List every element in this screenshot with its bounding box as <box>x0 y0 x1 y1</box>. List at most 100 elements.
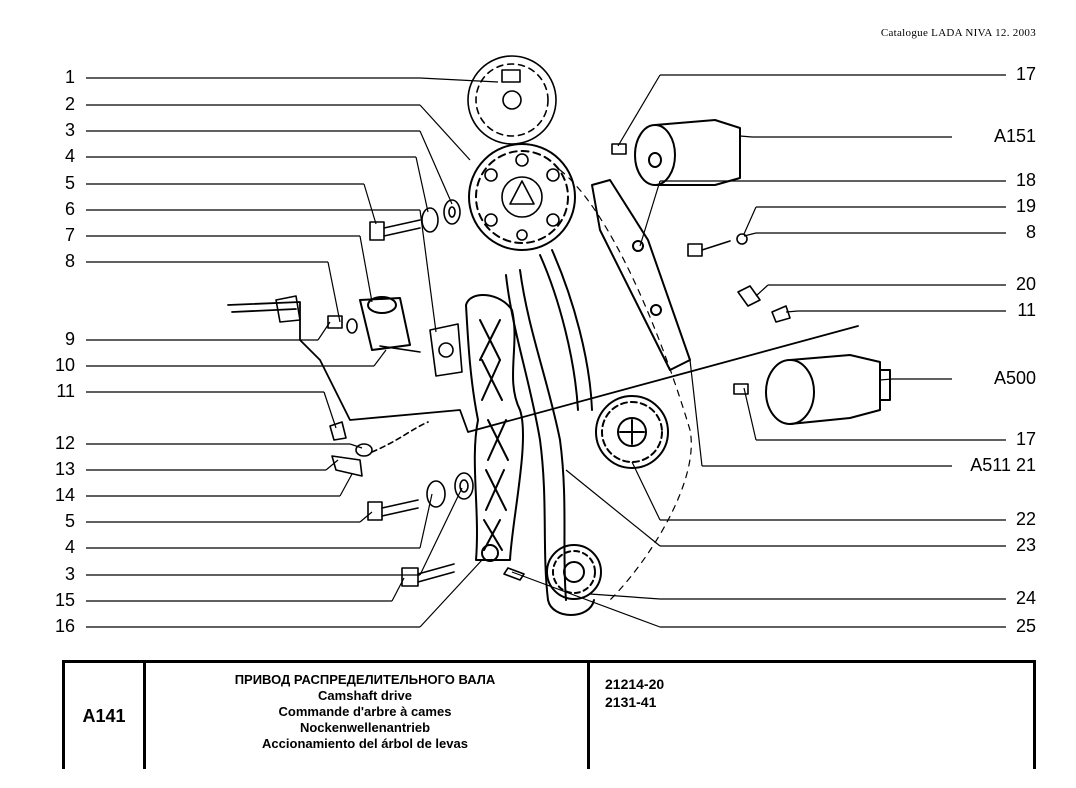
clip-dashed-arrow <box>371 421 429 453</box>
tensioner-assembly-a151 <box>634 119 741 186</box>
leader-left-tip-19 <box>419 559 483 628</box>
callout-right-14: 25 <box>1016 616 1036 636</box>
banjo-fitting <box>275 295 301 323</box>
model-ref-2: 2131-41 <box>605 694 657 710</box>
leader-left-tip-1 <box>419 77 499 83</box>
callout-left-3: 3 <box>65 120 75 140</box>
leader-left-tip-10 <box>373 349 387 367</box>
bolt-19 <box>687 233 748 257</box>
callout-left-7: 7 <box>65 225 75 245</box>
washer-4-lower <box>426 480 446 508</box>
leader-right-tip-3 <box>639 180 661 247</box>
gasket-6 <box>429 323 463 377</box>
callout-left-10: 10 <box>55 355 75 375</box>
pivot-bolt-15 <box>401 563 455 587</box>
crankshaft-sprocket <box>546 544 602 600</box>
leader-left-tip-11 <box>323 391 337 429</box>
leader-right-tip-4 <box>743 206 757 235</box>
bolt-5-lower <box>367 499 419 521</box>
callout-left-6: 6 <box>65 199 75 219</box>
callout-left-5: 5 <box>65 173 75 193</box>
title-block: A141 ПРИВОД РАСПРЕДЕЛИТЕЛЬНОГО ВАЛА Cams… <box>62 660 1036 769</box>
callout-right-6: 20 <box>1016 274 1036 294</box>
callout-right-13: 24 <box>1016 588 1036 608</box>
title-de: Nockenwellenantrieb <box>299 720 431 735</box>
callout-left-17: 3 <box>65 564 75 584</box>
leader-right-tip-11 <box>631 461 661 521</box>
callout-right-3: 18 <box>1016 170 1036 190</box>
callout-right-4: 19 <box>1016 196 1036 216</box>
nut-9 <box>327 315 358 334</box>
title-en: Camshaft drive <box>318 688 412 703</box>
title-list: ПРИВОД РАСПРЕДЕЛИТЕЛЬНОГО ВАЛА Camshaft … <box>143 663 590 769</box>
callout-left-4: 4 <box>65 146 75 166</box>
callout-left-2: 2 <box>65 94 75 114</box>
washer-3-upper <box>443 199 461 225</box>
title-ru: ПРИВОД РАСПРЕДЕЛИТЕЛЬНОГО ВАЛА <box>234 672 496 687</box>
callout-left-11: 11 <box>56 381 75 401</box>
callout-right-11: 22 <box>1016 509 1036 529</box>
leader-right-tip-5 <box>743 232 757 237</box>
leader-left-tip-17 <box>419 487 463 576</box>
leader-left-tip-18 <box>391 577 405 602</box>
leader-right-tip-13 <box>589 593 661 600</box>
clip-12-13-14 <box>331 443 373 477</box>
leader-left-tip-15 <box>359 511 373 523</box>
leader-left-tip-3 <box>419 130 453 205</box>
callout-left-16: 4 <box>65 537 75 557</box>
leader-right-tip-14 <box>511 571 661 628</box>
leader-right-tip-10 <box>689 359 703 467</box>
leader-right-tip-6 <box>755 284 769 297</box>
leader-left-tip-14 <box>339 473 353 497</box>
camshaft-sprocket-upper <box>467 55 557 145</box>
callout-left-8: 8 <box>65 251 75 271</box>
woodruff-key-25 <box>503 567 525 581</box>
leader-left-tip-7 <box>359 235 373 303</box>
leader-left-tip-6 <box>419 209 437 333</box>
callout-right-12: 23 <box>1016 535 1036 555</box>
pin-17-bottom <box>733 383 749 395</box>
catalogue-header: Catalogue LADA NIVA 12. 2003 <box>880 27 1036 39</box>
callout-right-8: A500 <box>994 368 1036 388</box>
leader-left-tip-16 <box>419 493 433 549</box>
callout-left-12: 12 <box>55 433 75 453</box>
housing-dashed-outline <box>559 169 692 601</box>
leader-right-tip-1 <box>617 74 661 147</box>
chain-damper <box>465 293 524 562</box>
clips-20-11 <box>737 285 791 323</box>
intermediate-sprocket <box>595 395 669 469</box>
callout-right-9: 17 <box>1016 429 1036 449</box>
leader-left-tip-13 <box>325 459 339 471</box>
leader-left-tip-5 <box>363 183 377 225</box>
callout-left-13: 13 <box>55 459 75 479</box>
washer-3-lower <box>454 472 474 500</box>
callout-left-1: 1 <box>65 67 75 87</box>
leader-right-tip-9 <box>743 387 757 441</box>
callout-left-19: 16 <box>55 616 75 636</box>
model-ref-1: 21214-20 <box>605 676 665 692</box>
camshaft-sprocket-main <box>468 143 576 251</box>
leader-left-tip-8 <box>327 261 341 323</box>
leader-left-tip-9 <box>317 321 331 341</box>
chain-tensioner-guide <box>591 179 691 371</box>
callout-right-1: 17 <box>1016 64 1036 84</box>
leader-right-tip-7 <box>785 310 799 313</box>
callout-left-9: 9 <box>65 329 75 349</box>
clip-11-left <box>329 421 347 441</box>
washer-4-upper <box>421 207 439 233</box>
illustration-code: A141 <box>62 663 146 769</box>
oil-feed-tube <box>227 301 859 433</box>
callout-left-14: 14 <box>55 485 75 505</box>
leader-left-tip-2 <box>419 104 471 161</box>
title-es: Accionamiento del árbol de levas <box>262 736 468 751</box>
callout-left-18: 15 <box>55 590 75 610</box>
stud-10 <box>379 345 421 353</box>
leader-right-tip-8 <box>879 378 893 381</box>
callout-right-2: A151 <box>994 126 1036 146</box>
leader-left-tip-12 <box>349 443 363 449</box>
leader-right-tip-12 <box>565 469 661 547</box>
bolt-5-upper <box>369 219 421 241</box>
camshaft-drive-exploded-diagram: 1234567891011121314543151617A15118198201… <box>55 55 1036 636</box>
callout-right-10: A511 21 <box>970 455 1036 475</box>
callout-left-15: 5 <box>65 511 75 531</box>
